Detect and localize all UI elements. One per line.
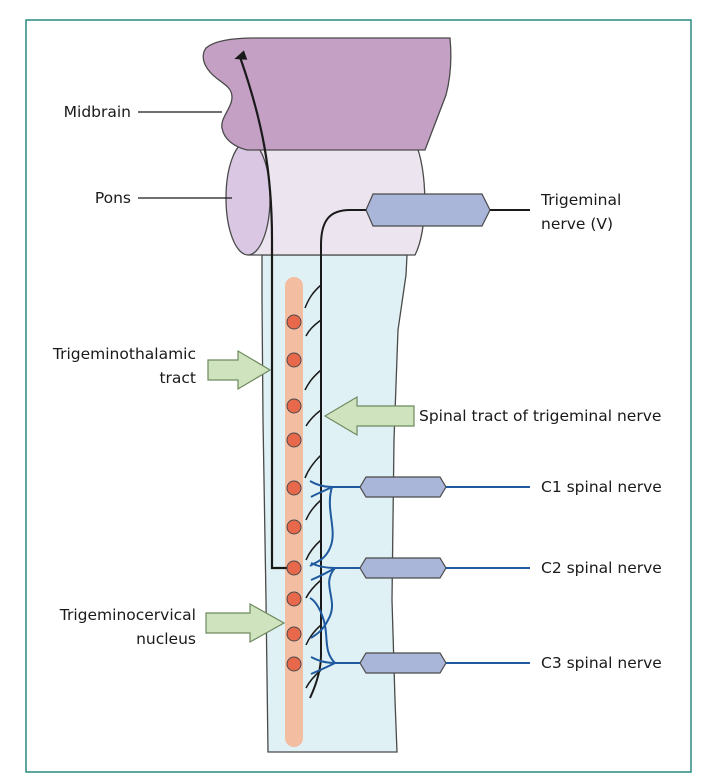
trigeminocervical-label-line1: Trigeminocervical xyxy=(59,606,196,624)
spinal-tract-line xyxy=(309,209,366,699)
cervical-afferents xyxy=(309,480,530,675)
trigeminothalamic-tract-line xyxy=(234,50,290,570)
spinal-tract-arrow xyxy=(323,395,415,437)
spinal-cord xyxy=(261,254,408,753)
neuron-dots xyxy=(286,314,302,672)
midbrain-label: Midbrain xyxy=(64,103,131,121)
neuron-2 xyxy=(286,352,302,368)
spinal-tract-collaterals xyxy=(304,284,322,689)
neuron-8 xyxy=(286,591,302,607)
neuron-4 xyxy=(286,432,302,448)
cervical-nerve-roots xyxy=(359,476,447,674)
neuron-7 xyxy=(286,560,302,576)
c2-label: C2 spinal nerve xyxy=(541,559,662,577)
trigeminocervical-label-line2: nucleus xyxy=(136,630,196,648)
neuron-5 xyxy=(286,480,302,496)
trigeminocervical-arrow xyxy=(205,602,286,644)
neuron-3 xyxy=(286,398,302,414)
midbrain-shape xyxy=(202,37,452,151)
trigeminothalamic-arrow xyxy=(207,349,272,391)
neuron-1 xyxy=(286,314,302,330)
c3-nerve-root xyxy=(359,652,447,674)
block-arrows xyxy=(205,349,415,644)
c1-label: C1 spinal nerve xyxy=(541,478,662,496)
trigeminal-nerve-root xyxy=(365,193,491,227)
trigeminothalamic-label-line2: tract xyxy=(159,369,196,387)
trigeminothalamic-label-line1: Trigeminothalamic xyxy=(52,345,196,363)
leader-lines xyxy=(138,111,232,199)
c2-nerve-root xyxy=(359,557,447,579)
trigeminal-label-line1: Trigeminal xyxy=(540,191,621,209)
c1-nerve-root xyxy=(359,476,447,498)
spinal-tract-label: Spinal tract of trigeminal nerve xyxy=(419,407,661,425)
trigeminocervical-nucleus-column xyxy=(285,277,303,747)
trigeminal-label-line2: nerve (V) xyxy=(541,215,613,233)
pons-end xyxy=(225,140,271,256)
c3-label: C3 spinal nerve xyxy=(541,654,662,672)
neuron-10 xyxy=(286,656,302,672)
neuron-9 xyxy=(286,626,302,642)
pons-label: Pons xyxy=(95,189,131,207)
neuron-6 xyxy=(286,519,302,535)
